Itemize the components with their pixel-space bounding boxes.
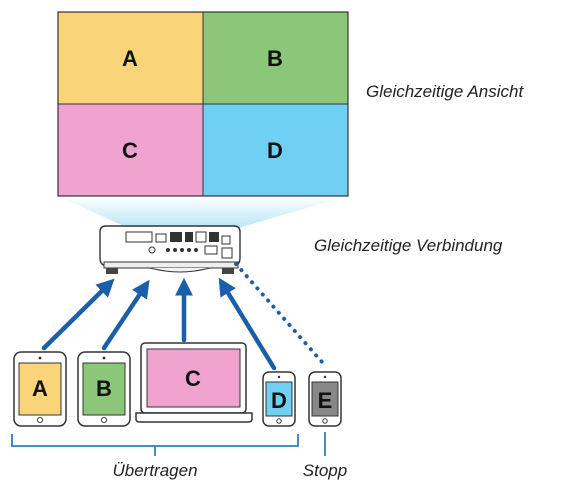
tablet-b-screen: [82, 362, 126, 416]
tablet-a-label: A: [32, 376, 48, 401]
projector: [99, 225, 241, 274]
phone-e-label: E: [318, 388, 333, 413]
laptop-c-label: C: [185, 366, 201, 391]
projection-screen: A B C D: [57, 11, 349, 197]
transfer-bracket: [11, 434, 299, 456]
stop-label: Stopp: [303, 461, 347, 480]
quadrant-d: [203, 104, 348, 196]
simultaneous-connection-caption: Gleichzeitige Verbindung: [314, 236, 503, 255]
phone-d-label: D: [271, 388, 287, 413]
quadrant-a-label: A: [122, 46, 138, 71]
tablet-a-screen: [18, 362, 62, 416]
tablet-a: A: [13, 351, 67, 427]
quadrant-c: [58, 104, 203, 196]
arrow-device-b: [101, 279, 150, 351]
projection-beam: [58, 196, 348, 228]
connection-arrows: [41, 277, 277, 371]
simultaneous-view-caption: Gleichzeitige Ansicht: [366, 82, 524, 101]
phone-d: D: [262, 371, 296, 427]
dotted-link-device-e: [234, 262, 324, 364]
quadrant-a: [58, 12, 203, 104]
phone-e-screen: [311, 381, 339, 417]
quadrant-d-label: D: [267, 138, 283, 163]
arrow-device-a: [41, 278, 115, 351]
arrow-device-d: [218, 277, 277, 371]
phone-d-screen: [265, 381, 293, 417]
phone-e: E: [308, 371, 342, 427]
quadrant-b: [203, 12, 348, 104]
laptop-c: C: [135, 342, 253, 423]
transfer-label: Übertragen: [112, 461, 197, 480]
tablet-b: B: [77, 351, 131, 427]
quadrant-c-label: C: [122, 138, 138, 163]
laptop-c-screen: [146, 348, 241, 408]
tablet-b-label: B: [96, 376, 112, 401]
quadrant-b-label: B: [267, 46, 283, 71]
